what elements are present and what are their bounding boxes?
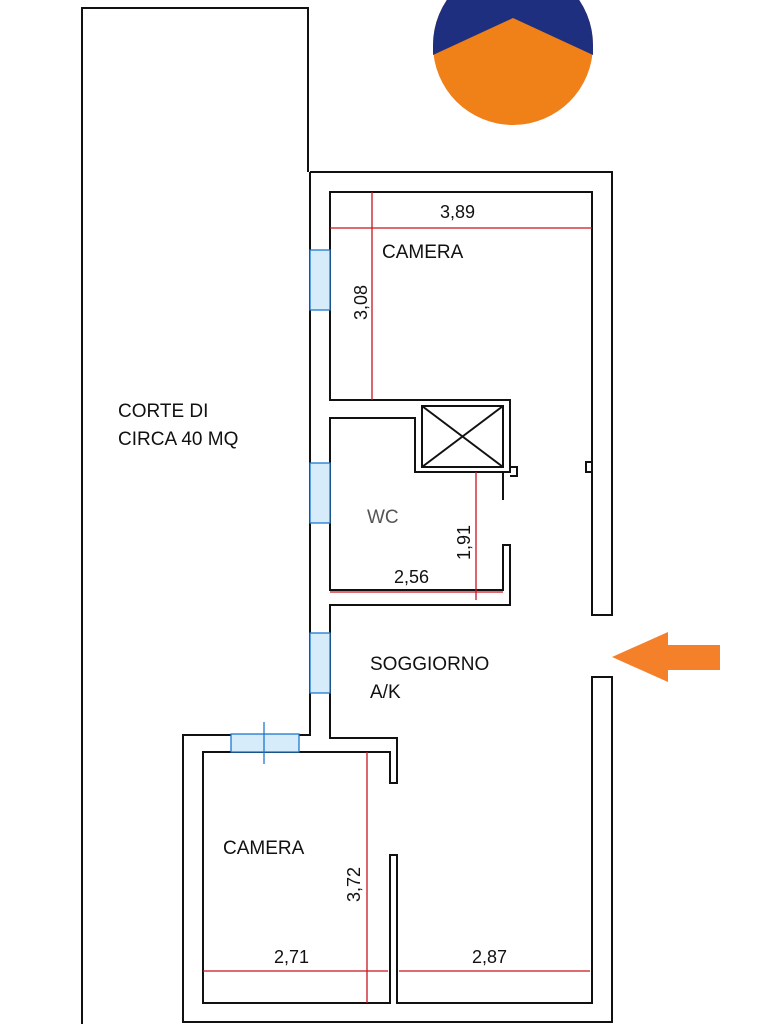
label-bedroom-top: CAMERA <box>382 242 464 263</box>
courtyard-outline <box>81 7 309 1024</box>
window <box>309 632 331 694</box>
label-courtyard-1: CORTE DI <box>118 401 208 422</box>
dim-living-width: 2,87 <box>472 947 507 967</box>
dim-wc-width: 2,56 <box>394 567 429 587</box>
label-living-1: SOGGIORNO <box>370 654 489 675</box>
entrance-arrow-icon <box>612 632 720 682</box>
window <box>309 249 331 311</box>
dim-wc-height: 1,91 <box>454 525 474 560</box>
dimension-lines <box>203 192 592 1003</box>
window <box>230 733 300 753</box>
dim-bedroom-top-depth: 3,08 <box>351 285 371 320</box>
walls <box>182 171 613 1023</box>
dim-bedroom-bottom-depth: 3,72 <box>344 867 364 902</box>
label-wc: WC <box>367 507 399 528</box>
label-living-2: A/K <box>370 682 401 703</box>
label-bedroom-bottom: CAMERA <box>223 838 305 859</box>
label-courtyard-2: CIRCA 40 MQ <box>118 429 238 450</box>
dim-bedroom-top-width: 3,89 <box>440 202 475 222</box>
window <box>309 462 331 524</box>
windows <box>230 249 331 764</box>
company-logo <box>433 0 593 125</box>
dim-bedroom-bottom-width: 2,71 <box>274 947 309 967</box>
